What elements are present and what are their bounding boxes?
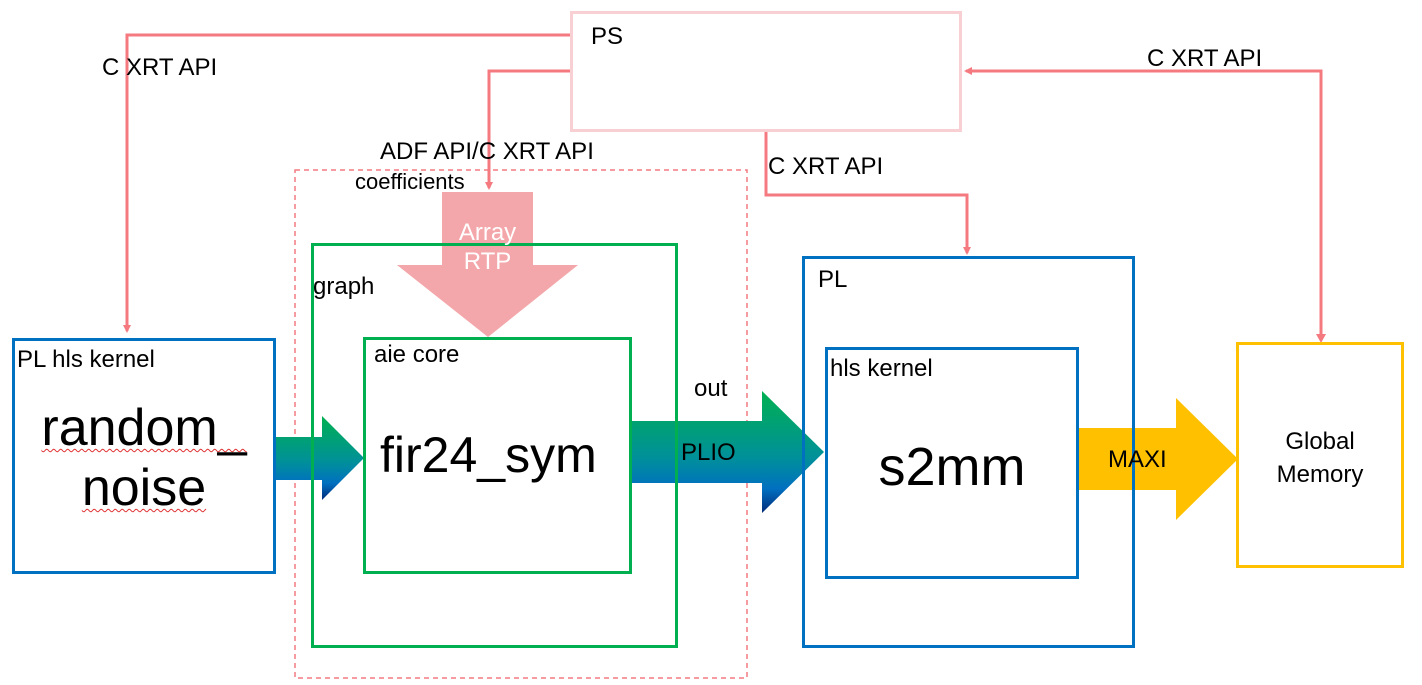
random-noise-name-line2: noise [81,459,207,517]
aie-core-name: fir24_sym [380,427,597,483]
global-memory-label: Global Memory [1236,425,1404,491]
plio-arrow-shape [630,391,824,513]
random-noise-kernel-title-text: PL hls kernel [17,346,155,373]
graph-box [311,243,678,648]
random-noise-kernel-name: random_ noise [12,398,276,518]
aie-core-box [363,337,632,574]
s2mm-kernel-box [825,347,1079,579]
s2mm-kernel-title: hls kernel [830,357,933,381]
input-stream-arrow-shape [276,416,364,500]
left-api-label: C XRT API [102,54,218,81]
random-noise-name-line1: random_ [41,399,247,457]
graph-label: graph [313,273,375,300]
random-noise-kernel-title: PL hls kernel [17,348,155,372]
plio-label: PLIO [681,439,736,466]
aie-core-title: aie core [374,343,459,367]
rtp-coefficients-label: coefficients [355,169,465,194]
plio-out-label: out [694,375,728,402]
arrowhead-memory [1316,334,1326,343]
rtp-api-label: ADF API/C XRT API [380,138,594,165]
connector-ps-to-rtp [485,69,571,190]
rtp-arrow-line2: RTP [463,248,512,275]
pl-box [802,256,1135,648]
global-memory-line2: Memory [1276,461,1364,488]
memory-api-label: C XRT API [1147,45,1263,72]
ps-box [570,11,962,132]
aie-core-title-text: aie core [374,341,460,368]
rtp-arrow-line1: Array [458,219,517,246]
maxi-label: MAXI [1108,446,1167,473]
s2mm-kernel-name: s2mm [878,437,1026,497]
ps-label: PS [591,23,624,50]
global-memory-box [1236,342,1404,568]
rtp-arrow-shape [397,192,578,337]
pl-label: PL [818,266,848,293]
random-noise-kernel-box [12,338,276,574]
global-memory-line1: Global [1285,428,1355,455]
maxi-arrow-shape [1079,398,1238,520]
s2mm-kernel-title-text: hls kernel [830,355,933,382]
rtp-arrow-label: Array RTP [442,218,533,276]
connector-memory-to-ps [964,67,1323,334]
connector-ps-to-pl [764,132,971,255]
connector-ps-to-random-noise [123,33,571,333]
pl-api-label: C XRT API [768,153,884,180]
